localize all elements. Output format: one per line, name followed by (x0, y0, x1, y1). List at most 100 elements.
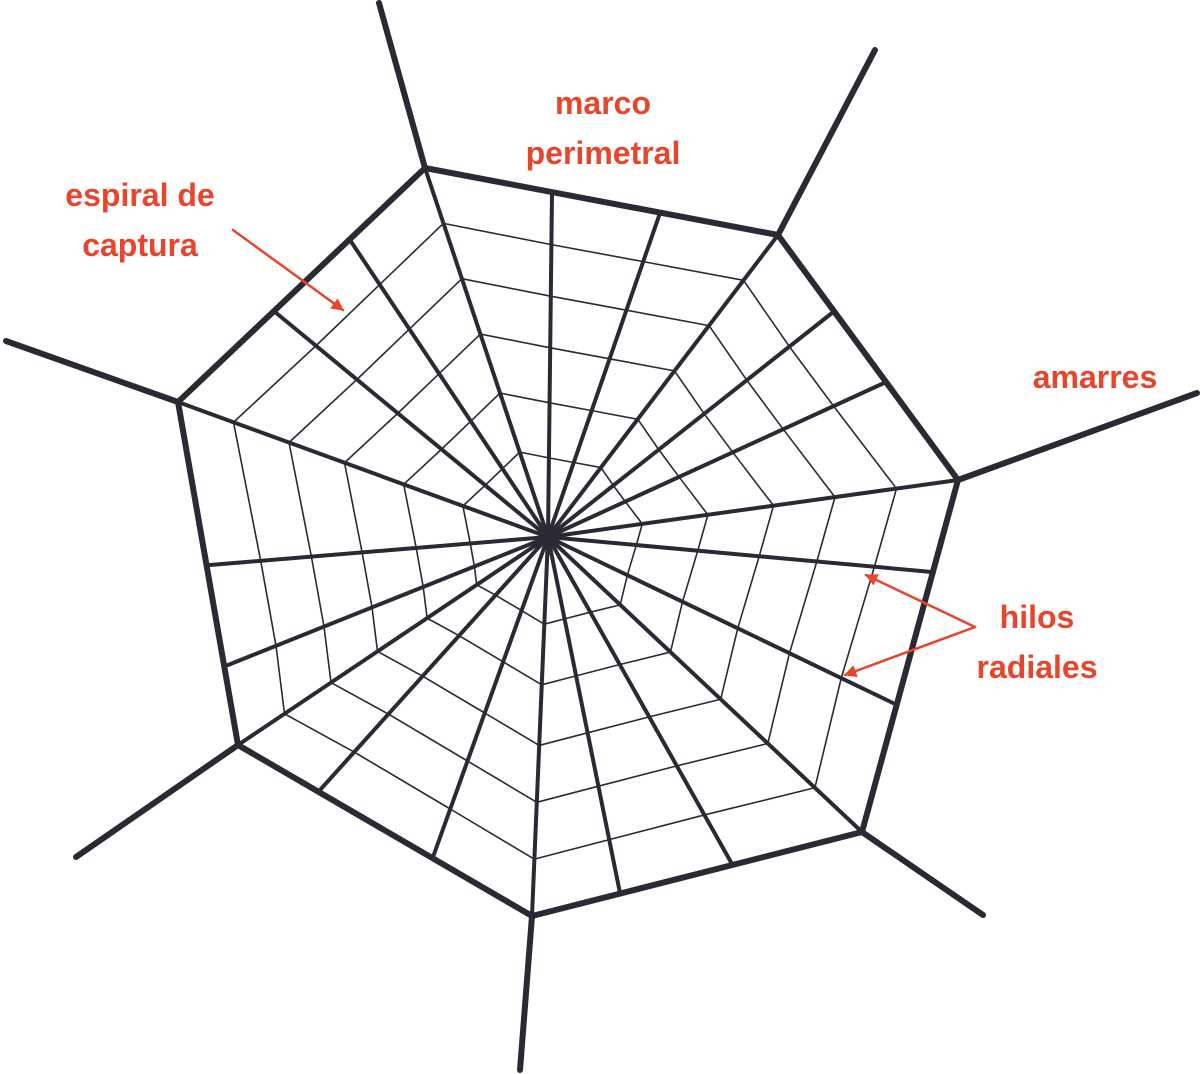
frame-thread (235, 742, 535, 919)
capture-spiral-segment (438, 333, 482, 375)
radial-thread (348, 238, 550, 539)
capture-spiral-segment (782, 428, 836, 498)
capture-spiral-segment (590, 409, 639, 421)
capture-spiral-segment (458, 634, 504, 663)
capture-spiral-segment (681, 549, 699, 603)
capture-spiral-segment (675, 742, 769, 767)
capture-spiral-segment (315, 283, 381, 347)
capture-spiral-segment (371, 606, 379, 653)
capture-spiral-segment (483, 712, 541, 747)
capture-spiral-segment (548, 457, 575, 464)
capture-spiral-segment (402, 448, 443, 486)
anchor-thread (775, 47, 878, 238)
capture-spiral-segment (283, 712, 356, 753)
capture-spiral-segment (540, 675, 577, 686)
capture-spiral-segment (543, 618, 566, 625)
capture-spiral-segment (402, 483, 417, 549)
capture-spiral-segment (461, 277, 552, 298)
capture-spiral-segment (589, 604, 622, 614)
capture-spiral-segment (597, 765, 678, 788)
radial-thread (208, 535, 550, 567)
capture-spiral-segment (814, 677, 843, 789)
capture-spiral-segment (462, 484, 487, 507)
capture-spiral-segment (548, 402, 593, 412)
capture-spiral-segment (563, 611, 592, 620)
label-anchors: amarres (1032, 359, 1158, 395)
capture-spiral-segment (421, 675, 486, 714)
capture-spiral-segment (575, 663, 621, 677)
capture-spiral-segment (572, 461, 602, 469)
capture-spiral-segment (475, 584, 497, 596)
radial-thread (546, 381, 886, 539)
capture-spiral-segment (766, 652, 791, 745)
frame-thread (529, 829, 865, 919)
annotation-arrow (843, 625, 977, 677)
capture-spiral-segment (533, 838, 611, 860)
capture-spiral-segment (376, 650, 424, 677)
capture-spiral-segment (494, 594, 523, 612)
capture-spiral-segment (832, 405, 898, 490)
capture-spiral-segment (310, 555, 325, 628)
capture-spiral-segment (343, 461, 363, 554)
radial-thread (546, 535, 864, 834)
web-hub (539, 528, 557, 546)
capture-spiral-segment (635, 523, 644, 546)
capture-spiral-segment (549, 295, 628, 312)
label-spiral-line2: captura (82, 227, 198, 263)
capture-spiral-segment (696, 513, 709, 552)
radial-thread (530, 535, 550, 918)
capture-spiral-segment (378, 222, 445, 286)
capture-spiral-segment (608, 814, 706, 841)
label-radials: hilos radiales (957, 592, 1117, 692)
capture-spiral-segment (502, 660, 543, 686)
capture-spiral-segment (657, 448, 680, 478)
capture-spiral-segment (731, 451, 775, 507)
frame-thread (175, 165, 428, 405)
capture-spiral-segment (736, 555, 761, 630)
capture-spiral-segment (330, 681, 390, 715)
capture-spiral-segment (642, 260, 745, 282)
capture-spiral-segment (708, 324, 748, 382)
capture-spiral-segment (758, 504, 775, 558)
capture-spiral-segment (703, 412, 734, 454)
capture-spiral-segment (422, 586, 428, 619)
capture-spiral-segment (232, 344, 317, 424)
capture-spiral-segment (612, 484, 627, 503)
annotation-arrow (864, 573, 977, 629)
label-radials-line1: hilos (999, 599, 1075, 635)
capture-spiral-segment (479, 333, 552, 349)
capture-spiral-segment (518, 451, 550, 459)
capture-spiral-segment (462, 505, 472, 545)
capture-spiral-segment (618, 651, 672, 666)
capture-spiral-segment (466, 760, 538, 804)
capture-spiral-segment (608, 357, 676, 372)
capture-spiral-segment (440, 420, 472, 451)
radial-thread (431, 535, 550, 859)
capture-spiral-segment (673, 370, 706, 415)
capture-spiral-segment (397, 372, 440, 415)
capture-spiral-segment (669, 600, 684, 653)
capture-spiral-segment (484, 467, 504, 487)
label-spiral-line1: espiral de (65, 177, 215, 213)
label-radials-line2: radiales (976, 649, 1098, 685)
capture-spiral-segment (259, 559, 277, 647)
radial-thread (546, 535, 895, 705)
radial-thread (546, 191, 554, 539)
capture-spiral-segment (356, 328, 411, 381)
capture-spiral-segment (586, 716, 651, 734)
capture-spiral-segment (343, 412, 399, 464)
capture-spiral-segment (361, 551, 373, 609)
capture-spiral-segment (550, 243, 645, 263)
capture-spiral-segment (703, 786, 816, 816)
capture-spiral-segment (415, 547, 425, 588)
anchor-thread (859, 829, 986, 918)
capture-spiral-segment (275, 644, 286, 715)
radial-thread (546, 233, 780, 539)
capture-spiral-segment (625, 309, 710, 327)
radial-thread (546, 535, 734, 866)
label-frame-line2: perimetral (525, 135, 681, 171)
radial-thread (176, 400, 550, 539)
capture-spiral-segment (742, 279, 791, 348)
capture-spiral-segment (619, 574, 629, 606)
